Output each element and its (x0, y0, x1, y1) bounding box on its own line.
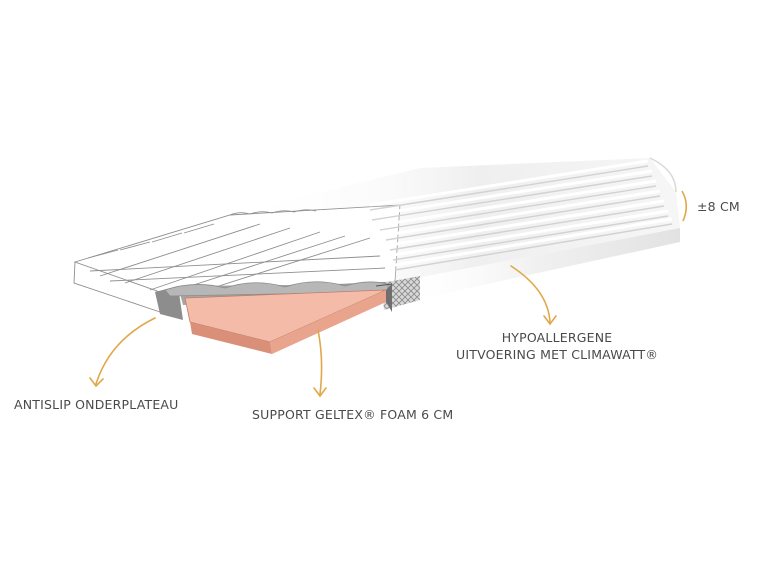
mattress-top-cover (230, 157, 680, 304)
height-bracket (681, 190, 688, 222)
callout-arrow-antislip-head (89, 377, 104, 388)
callout-arrow-support (317, 329, 323, 395)
callout-arrows (89, 265, 557, 398)
hypoallergenic-label-line1: HYPOALLERGENE (501, 330, 613, 345)
antislip-label: ANTISLIP ONDERPLATEAU (14, 397, 179, 412)
callout-arrow-hypo (510, 265, 551, 323)
height-label: ±8 CM (697, 199, 740, 214)
hypoallergenic-label: HYPOALLERGENE UITVOERING MET CLIMAWATT® (456, 330, 658, 364)
callout-arrow-support-head (313, 387, 327, 398)
callout-arrow-antislip (95, 317, 156, 385)
hypoallergenic-label-line2: UITVOERING MET CLIMAWATT® (456, 346, 659, 362)
callout-arrow-hypo-head (543, 315, 557, 326)
mattress-cross-section (155, 281, 393, 354)
support-foam-label: SUPPORT GELTEX® FOAM 6 CM (252, 407, 454, 422)
